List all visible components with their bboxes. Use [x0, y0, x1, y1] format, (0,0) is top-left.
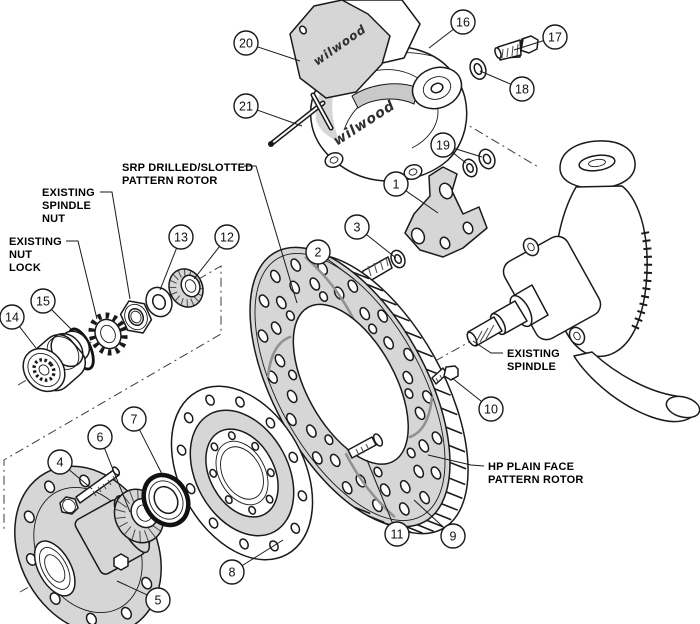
caliper-bolt [494, 35, 539, 61]
svg-text:12: 12 [220, 230, 234, 244]
svg-text:HP PLAIN FACE: HP PLAIN FACE [488, 461, 574, 473]
svg-text:NUT: NUT [9, 249, 32, 261]
svg-text:EXISTING: EXISTING [507, 348, 560, 360]
hub-bolt [59, 466, 121, 515]
svg-text:4: 4 [57, 455, 64, 469]
callout-10: 10 [478, 396, 504, 422]
brake-pads: wilwood [289, 0, 421, 99]
caliper-lug-left [324, 151, 344, 169]
dust-cap [22, 330, 91, 393]
svg-text:13: 13 [174, 230, 188, 244]
svg-text:17: 17 [548, 30, 562, 44]
caliper-mount-ear-upper [522, 237, 540, 257]
steering-knuckle [466, 140, 700, 423]
svg-text:16: 16 [456, 15, 470, 29]
steering-arm [573, 351, 697, 423]
callout-11: 11 [384, 521, 410, 547]
callout-14: 14 [0, 304, 25, 330]
callout-9: 9 [440, 523, 466, 549]
callout-2: 2 [305, 239, 331, 265]
caliper-bolt-washer [469, 58, 487, 80]
spindle-washer [145, 286, 173, 318]
callout-18: 18 [509, 76, 535, 102]
svg-text:5: 5 [155, 593, 162, 607]
svg-text:19: 19 [436, 138, 450, 152]
leader-lines [18, 28, 544, 596]
svg-text:14: 14 [5, 310, 19, 324]
callout-21: 21 [233, 93, 259, 119]
callout-1: 1 [383, 171, 409, 197]
existing-spindle-nut-part [119, 300, 153, 334]
svg-text:PATTERN ROTOR: PATTERN ROTOR [488, 474, 584, 486]
shim-washers [462, 148, 496, 178]
svg-text:3: 3 [354, 220, 361, 234]
callout-8: 8 [219, 559, 245, 585]
callout-3: 3 [344, 214, 370, 240]
grease-seal [141, 472, 191, 528]
caliper-mount-ear-lower [568, 326, 586, 346]
svg-text:15: 15 [36, 294, 50, 308]
steering-arm-end [665, 395, 700, 419]
callout-19: 19 [430, 132, 456, 158]
svg-text:PATTERN ROTOR: PATTERN ROTOR [122, 175, 218, 187]
adapter-inner-holes [209, 431, 275, 515]
callout-6: 6 [87, 424, 113, 450]
brake-rotor [249, 246, 469, 535]
svg-text:1: 1 [393, 177, 400, 191]
callout-7: 7 [121, 406, 147, 432]
rotor-vent-ticks [352, 271, 467, 534]
rotor-adapter [170, 385, 314, 561]
rotor-center-cutout [292, 303, 409, 465]
existing-nut-lock-part [88, 312, 128, 356]
callout-12: 12 [214, 224, 240, 250]
callout-13: 13 [168, 224, 194, 250]
svg-text:LOCK: LOCK [9, 262, 41, 274]
svg-text:8: 8 [229, 565, 236, 579]
svg-text:SPINDLE: SPINDLE [507, 361, 556, 373]
callout-15: 15 [30, 288, 56, 314]
bracket-washer [390, 249, 406, 269]
svg-text:SRP DRILLED/SLOTTED: SRP DRILLED/SLOTTED [122, 162, 253, 174]
svg-text:6: 6 [97, 430, 104, 444]
svg-text:10: 10 [484, 402, 498, 416]
caliper-mount-boss [411, 66, 463, 110]
callout-4: 4 [47, 449, 73, 475]
svg-text:SPINDLE: SPINDLE [42, 200, 91, 212]
svg-text:2: 2 [315, 245, 322, 259]
svg-text:EXISTING: EXISTING [42, 187, 95, 199]
hub-bore-opening [33, 540, 76, 597]
svg-text:7: 7 [131, 412, 138, 426]
knuckle-serration [630, 231, 653, 332]
svg-text:EXISTING: EXISTING [9, 236, 62, 248]
callout-20: 20 [233, 30, 259, 56]
svg-text:18: 18 [515, 82, 529, 96]
wheel-stud [113, 553, 129, 571]
adapter-bolt [431, 365, 459, 385]
callout-16: 16 [450, 9, 476, 35]
caliper-bracket [404, 166, 488, 258]
rotor-mount-holes [285, 291, 416, 478]
rotor-stud [347, 433, 384, 459]
rotor-slots [266, 256, 434, 518]
t-wrench [268, 92, 334, 147]
svg-text:NUT: NUT [42, 213, 65, 225]
svg-text:20: 20 [239, 36, 253, 50]
svg-text:9: 9 [450, 529, 457, 543]
spindle-shaft [466, 284, 549, 347]
svg-text:21: 21 [239, 99, 253, 113]
inner-pad [289, 0, 391, 99]
callout-17: 17 [542, 24, 568, 50]
callout-5: 5 [145, 587, 171, 613]
svg-text:11: 11 [391, 527, 404, 541]
